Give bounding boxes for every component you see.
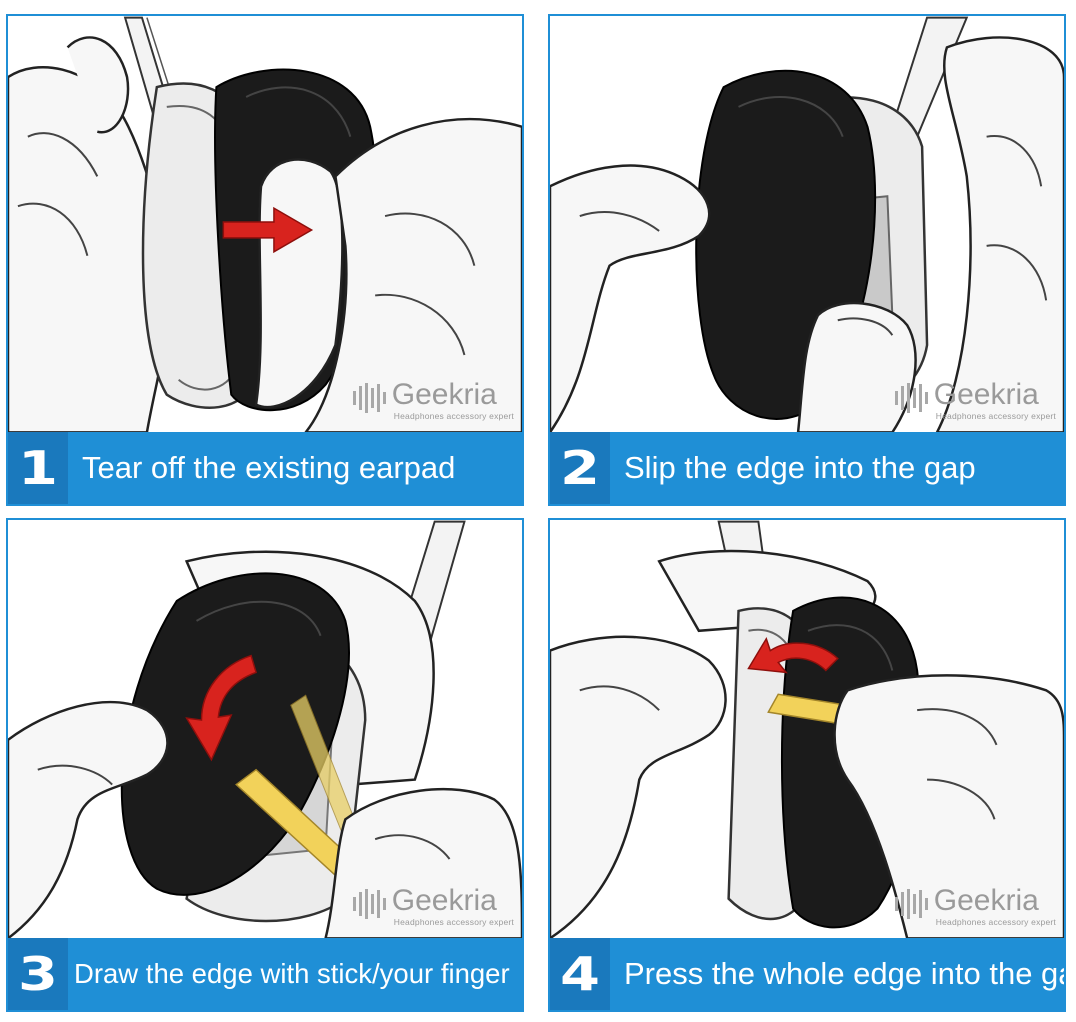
step-number-box: 1 bbox=[8, 432, 68, 504]
step-3-caption-bar: 3 Draw the edge with stick/your finger bbox=[8, 938, 522, 1010]
step-caption: Tear off the existing earpad bbox=[82, 450, 456, 485]
sound-wave-logo-icon bbox=[894, 381, 928, 415]
step-panel-2: Geekria Headphones accessory expert 2 Sl… bbox=[548, 14, 1066, 506]
step-number-box: 4 bbox=[550, 938, 610, 1010]
sound-wave-logo-icon bbox=[352, 381, 386, 415]
step-number: 4 bbox=[559, 947, 601, 1001]
sound-wave-logo-icon bbox=[894, 887, 928, 921]
step-panel-1: Geekria Headphones accessory expert 1 Te… bbox=[6, 14, 524, 506]
step-1-caption-bar: 1 Tear off the existing earpad bbox=[8, 432, 522, 504]
step-4-caption-bar: 4 Press the whole edge into the gap bbox=[550, 938, 1064, 1010]
step-panel-4: Geekria Headphones accessory expert 4 Pr… bbox=[548, 518, 1066, 1012]
step-1-illustration bbox=[8, 16, 522, 434]
step-number-box: 3 bbox=[8, 938, 68, 1010]
watermark-brand: Geekria bbox=[933, 884, 1039, 917]
step-panel-3: Geekria Headphones accessory expert 3 Dr… bbox=[6, 518, 524, 1012]
step-number: 2 bbox=[559, 441, 601, 495]
red-pull-arrow-icon bbox=[222, 206, 314, 254]
geekria-watermark: Geekria Headphones accessory expert bbox=[894, 884, 1056, 927]
geekria-watermark: Geekria Headphones accessory expert bbox=[352, 884, 514, 927]
step-caption: Draw the edge with stick/your finger bbox=[74, 958, 510, 989]
step-number-box: 2 bbox=[550, 432, 610, 504]
step-4-illustration bbox=[550, 520, 1064, 940]
red-curved-arrow-icon bbox=[185, 654, 257, 762]
red-curved-arrow-icon bbox=[747, 636, 839, 674]
step-caption: Press the whole edge into the gap bbox=[624, 956, 1066, 991]
watermark-tagline: Headphones accessory expert bbox=[393, 411, 514, 421]
step-2-caption-bar: 2 Slip the edge into the gap bbox=[550, 432, 1064, 504]
step-caption: Slip the edge into the gap bbox=[624, 450, 976, 485]
watermark-brand: Geekria bbox=[391, 378, 497, 411]
step-number: 3 bbox=[17, 947, 59, 1001]
watermark-tagline: Headphones accessory expert bbox=[393, 917, 514, 927]
watermark-brand: Geekria bbox=[391, 884, 497, 917]
watermark-brand: Geekria bbox=[933, 378, 1039, 411]
step-2-illustration bbox=[550, 16, 1064, 434]
watermark-tagline: Headphones accessory expert bbox=[935, 411, 1056, 421]
step-number: 1 bbox=[17, 441, 59, 495]
geekria-watermark: Geekria Headphones accessory expert bbox=[894, 378, 1056, 421]
watermark-tagline: Headphones accessory expert bbox=[935, 917, 1056, 927]
geekria-watermark: Geekria Headphones accessory expert bbox=[352, 378, 514, 421]
sound-wave-logo-icon bbox=[352, 887, 386, 921]
step-3-illustration bbox=[8, 520, 522, 940]
